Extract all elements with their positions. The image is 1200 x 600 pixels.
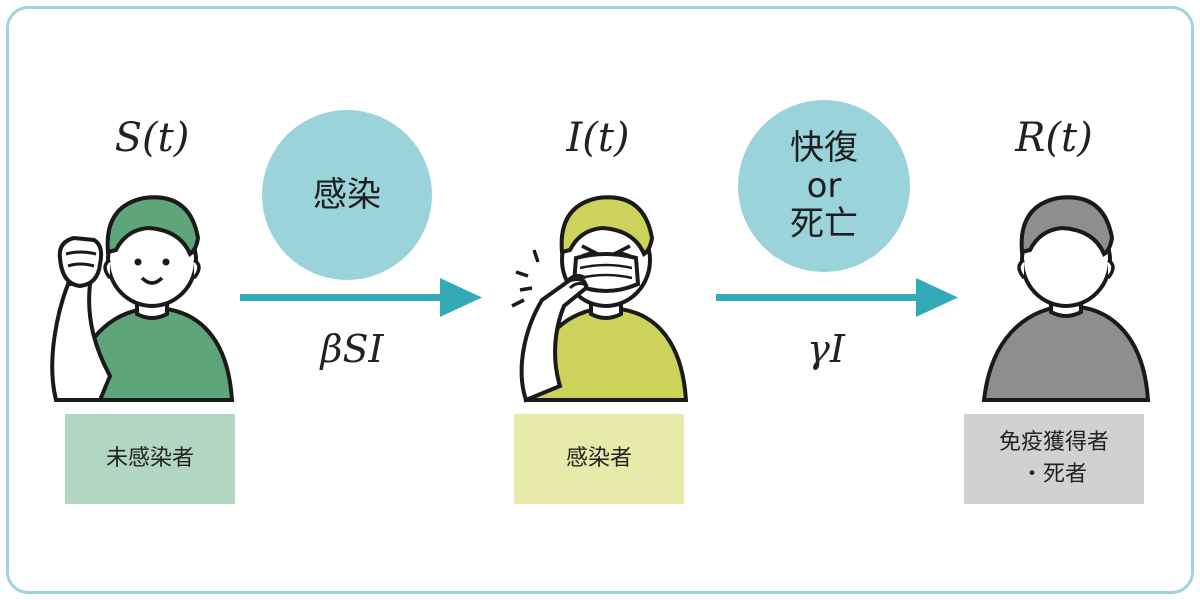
recovery-bubble-line1: 快復 <box>790 128 858 168</box>
susceptible-label-box: 未感染者 <box>65 414 235 504</box>
infected-label: 感染者 <box>565 446 632 471</box>
symbol-s: S(t) <box>114 115 190 161</box>
infected-person-icon <box>511 195 689 403</box>
recovered-label-line1: 免疫獲得者 <box>998 430 1109 455</box>
symbol-i: I(t) <box>566 115 630 161</box>
recovered-label-line2: ・死者 <box>1020 462 1087 487</box>
infected-label-box: 感染者 <box>514 414 684 504</box>
susceptible-person-icon <box>50 195 235 402</box>
infection-arrow <box>240 278 482 317</box>
recovery-bubble-line3: 死亡 <box>790 204 858 244</box>
symbol-r: R(t) <box>1015 115 1093 161</box>
infection-bubble-text: 感染 <box>313 175 381 215</box>
susceptible-label: 未感染者 <box>105 446 194 471</box>
recovery-bubble: 快復 or 死亡 <box>738 100 910 272</box>
recovered-label-box: 免疫獲得者 ・死者 <box>964 414 1144 504</box>
recovery-bubble-line2: or <box>806 166 842 206</box>
recovery-arrow <box>716 278 958 317</box>
infection-rate: βSI <box>320 327 384 371</box>
recovery-rate: γI <box>807 327 845 371</box>
infection-bubble: 感染 <box>262 110 432 280</box>
recovered-person-icon <box>981 195 1151 402</box>
